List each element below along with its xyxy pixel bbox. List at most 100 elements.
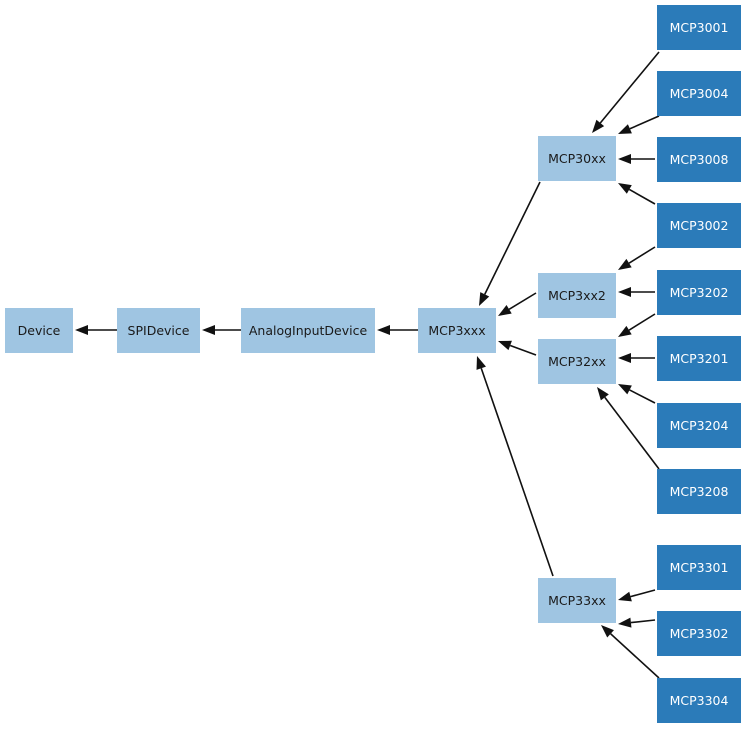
node-label: MCP3xxx xyxy=(428,323,485,338)
edge-mcp3204-to-mcp32xx xyxy=(618,384,656,404)
node-mcp3302[interactable]: MCP3302 xyxy=(657,611,741,656)
edge-mcp3004-to-mcp30xx xyxy=(618,115,660,134)
node-mcp3002[interactable]: MCP3002 xyxy=(657,203,741,248)
edge-line xyxy=(630,619,656,624)
edge-arrowhead xyxy=(618,287,631,297)
edge-arrowhead xyxy=(618,617,632,628)
edge-arrowhead xyxy=(618,384,632,395)
node-mcp3204[interactable]: MCP3204 xyxy=(657,403,741,448)
node-box[interactable] xyxy=(657,611,741,656)
node-mcp3008[interactable]: MCP3008 xyxy=(657,137,741,182)
node-box[interactable] xyxy=(657,545,741,590)
node-mcp33xx[interactable]: MCP33xx xyxy=(538,578,616,623)
edge-arrowhead xyxy=(476,356,486,370)
edge-line xyxy=(599,51,660,124)
node-label: MCP3208 xyxy=(670,484,729,499)
node-box[interactable] xyxy=(657,137,741,182)
node-label: MCP3301 xyxy=(670,560,729,575)
node-label: SPIDevice xyxy=(128,323,190,338)
edge-line xyxy=(508,292,537,310)
edge-line xyxy=(604,396,660,470)
edge-analoginputdevice-to-spidevice xyxy=(202,325,241,335)
node-mcp3xx2[interactable]: MCP3xx2 xyxy=(538,273,616,318)
edge-line xyxy=(610,633,660,679)
edge-arrowhead xyxy=(618,154,631,164)
node-box[interactable] xyxy=(657,678,741,723)
edge-arrowhead xyxy=(618,591,632,602)
node-mcp3301[interactable]: MCP3301 xyxy=(657,545,741,590)
edge-arrowhead xyxy=(618,183,632,194)
node-label: MCP3204 xyxy=(670,418,729,433)
node-mcp30xx[interactable]: MCP30xx xyxy=(538,136,616,181)
node-label: MCP3202 xyxy=(670,285,729,300)
edge-line xyxy=(629,389,656,404)
node-box[interactable] xyxy=(657,5,741,50)
edge-mcp3304-to-mcp33xx xyxy=(601,625,660,679)
edge-mcp3xxx-to-analoginputdevice xyxy=(377,325,418,335)
node-box[interactable] xyxy=(657,203,741,248)
node-mcp3004[interactable]: MCP3004 xyxy=(657,71,741,116)
node-mcp32xx[interactable]: MCP32xx xyxy=(538,339,616,384)
node-label: MCP32xx xyxy=(548,354,606,369)
edge-arrowhead xyxy=(618,325,632,337)
node-box[interactable] xyxy=(657,403,741,448)
edge-mcp3302-to-mcp33xx xyxy=(618,617,656,628)
node-label: MCP3302 xyxy=(670,626,729,641)
node-mcp3202[interactable]: MCP3202 xyxy=(657,270,741,315)
node-mcp3201[interactable]: MCP3201 xyxy=(657,336,741,381)
node-device[interactable]: Device xyxy=(5,308,73,353)
node-mcp3xxx[interactable]: MCP3xxx xyxy=(418,308,496,353)
node-label: MCP3xx2 xyxy=(548,288,606,303)
node-box[interactable] xyxy=(418,308,496,353)
edge-arrowhead xyxy=(498,340,512,351)
edge-mcp30xx-to-mcp3xxx xyxy=(479,181,541,306)
edge-line xyxy=(628,313,656,331)
node-label: AnalogInputDevice xyxy=(249,323,368,338)
node-box[interactable] xyxy=(657,270,741,315)
edge-mcp32xx-to-mcp3xxx xyxy=(498,340,537,356)
node-box[interactable] xyxy=(117,308,200,353)
edge-mcp3201-to-mcp32xx xyxy=(618,353,655,363)
node-mcp3304[interactable]: MCP3304 xyxy=(657,678,741,723)
edge-arrowhead xyxy=(498,304,512,316)
edge-mcp3202-to-mcp32xx xyxy=(618,313,656,337)
node-label: MCP3304 xyxy=(670,693,729,708)
node-box[interactable] xyxy=(657,336,741,381)
node-label: MCP3201 xyxy=(670,351,729,366)
edge-mcp33xx-to-mcp3xxx xyxy=(476,356,554,577)
node-box[interactable] xyxy=(538,273,616,318)
node-box[interactable] xyxy=(5,308,73,353)
edge-mcp3008-to-mcp30xx xyxy=(618,154,655,164)
edges-layer xyxy=(75,51,660,679)
edge-line xyxy=(628,188,656,205)
edge-arrowhead xyxy=(618,124,632,134)
node-box[interactable] xyxy=(657,469,741,514)
edge-line xyxy=(480,368,554,577)
node-label: Device xyxy=(18,323,61,338)
node-box[interactable] xyxy=(241,308,375,353)
edge-arrowhead xyxy=(202,325,215,335)
edge-arrowhead xyxy=(601,625,614,638)
edge-mcp3301-to-mcp33xx xyxy=(618,589,656,602)
node-analoginputdevice[interactable]: AnalogInputDevice xyxy=(241,308,375,353)
node-box[interactable] xyxy=(538,136,616,181)
node-spidevice[interactable]: SPIDevice xyxy=(117,308,200,353)
edge-arrowhead xyxy=(592,119,605,133)
node-box[interactable] xyxy=(538,339,616,384)
edge-mcp3202-to-mcp3xx2 xyxy=(618,287,655,297)
node-box[interactable] xyxy=(657,71,741,116)
edge-spidevice-to-device xyxy=(75,325,117,335)
node-mcp3001[interactable]: MCP3001 xyxy=(657,5,741,50)
edge-line xyxy=(629,115,660,130)
node-box[interactable] xyxy=(538,578,616,623)
edge-line xyxy=(630,589,656,598)
edge-mcp3002-to-mcp3xx2 xyxy=(618,246,656,270)
edge-arrowhead xyxy=(479,292,490,306)
node-mcp3208[interactable]: MCP3208 xyxy=(657,469,741,514)
edge-mcp3208-to-mcp32xx xyxy=(597,387,660,470)
edge-arrowhead xyxy=(597,387,609,401)
edge-arrowhead xyxy=(75,325,88,335)
